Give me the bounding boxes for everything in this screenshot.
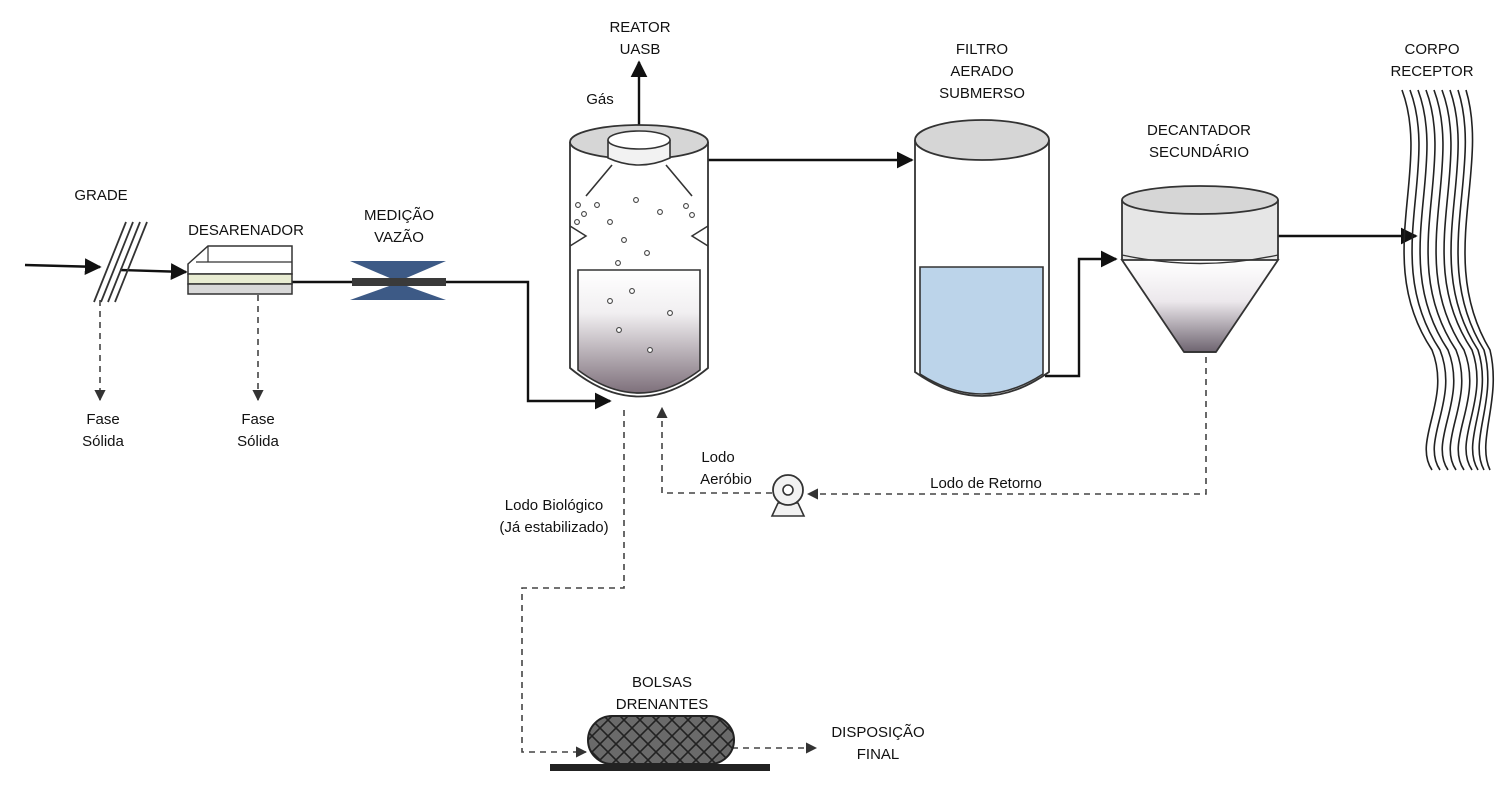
lodo-biologico-arrow bbox=[521, 410, 625, 758]
medicao-vazao-venturi bbox=[350, 261, 446, 300]
bolsas-drenantes bbox=[550, 715, 770, 771]
label-decantador-1: DECANTADOR bbox=[1147, 122, 1251, 139]
label-corpo-1: CORPO bbox=[1404, 41, 1459, 58]
label-disposicao-2: FINAL bbox=[857, 746, 900, 763]
lodo-retorno-arrow bbox=[806, 357, 1207, 500]
label-reator-1: REATOR bbox=[609, 19, 670, 36]
influent-arrow bbox=[24, 258, 102, 275]
label-medicao-2: VAZÃO bbox=[374, 229, 424, 246]
label-filtro-2: AERADO bbox=[950, 63, 1013, 80]
label-lodo-biologico-2: (Já estabilizado) bbox=[499, 519, 608, 536]
grade-to-desarenador-arrow bbox=[119, 263, 188, 280]
label-filtro-3: SUBMERSO bbox=[939, 85, 1025, 102]
label-lodo-retorno: Lodo de Retorno bbox=[930, 475, 1042, 492]
label-decantador-2: SECUNDÁRIO bbox=[1149, 144, 1249, 161]
label-fase-2a: Fase bbox=[241, 411, 274, 428]
label-corpo-2: RECEPTOR bbox=[1390, 63, 1473, 80]
filtro-aerado-submerso bbox=[914, 119, 1050, 397]
label-filtro-1: FILTRO bbox=[956, 41, 1008, 58]
label-fase-1b: Sólida bbox=[82, 433, 124, 450]
reator-uasb bbox=[569, 124, 709, 398]
label-desarenador: DESARENADOR bbox=[188, 222, 304, 239]
label-fase-1a: Fase bbox=[86, 411, 119, 428]
decantador-secundario bbox=[1120, 185, 1280, 353]
pump-icon bbox=[770, 474, 806, 517]
label-lodo-aerobio-2: Aeróbio bbox=[700, 471, 752, 488]
label-bolsas-2: DRENANTES bbox=[616, 696, 709, 713]
label-medicao-1: MEDIÇÃO bbox=[364, 207, 434, 224]
label-bolsas-1: BOLSAS bbox=[632, 674, 692, 691]
label-gas: Gás bbox=[586, 91, 614, 108]
main-flow bbox=[24, 60, 1418, 410]
label-lodo-biologico-1: Lodo Biológico bbox=[505, 497, 603, 514]
labels: GRADE DESARENADOR MEDIÇÃO VAZÃO REATOR U… bbox=[74, 19, 1473, 763]
desarenador-unit bbox=[187, 245, 293, 295]
filtro-to-decantador-arrow bbox=[1045, 250, 1118, 378]
gas-bubbles bbox=[574, 197, 695, 353]
lodo-aerobio-arrow bbox=[656, 406, 772, 494]
sludge-lines bbox=[94, 295, 1207, 758]
medicao-to-reator-arrow bbox=[446, 280, 612, 410]
label-reator-2: UASB bbox=[620, 41, 661, 58]
label-grade: GRADE bbox=[74, 187, 127, 204]
label-lodo-aerobio-1: Lodo bbox=[701, 449, 734, 466]
corpo-receptor-river bbox=[1401, 89, 1494, 471]
label-disposicao-1: DISPOSIÇÃO bbox=[831, 724, 924, 741]
label-fase-2b: Sólida bbox=[237, 433, 279, 450]
grade-screen bbox=[93, 221, 148, 303]
